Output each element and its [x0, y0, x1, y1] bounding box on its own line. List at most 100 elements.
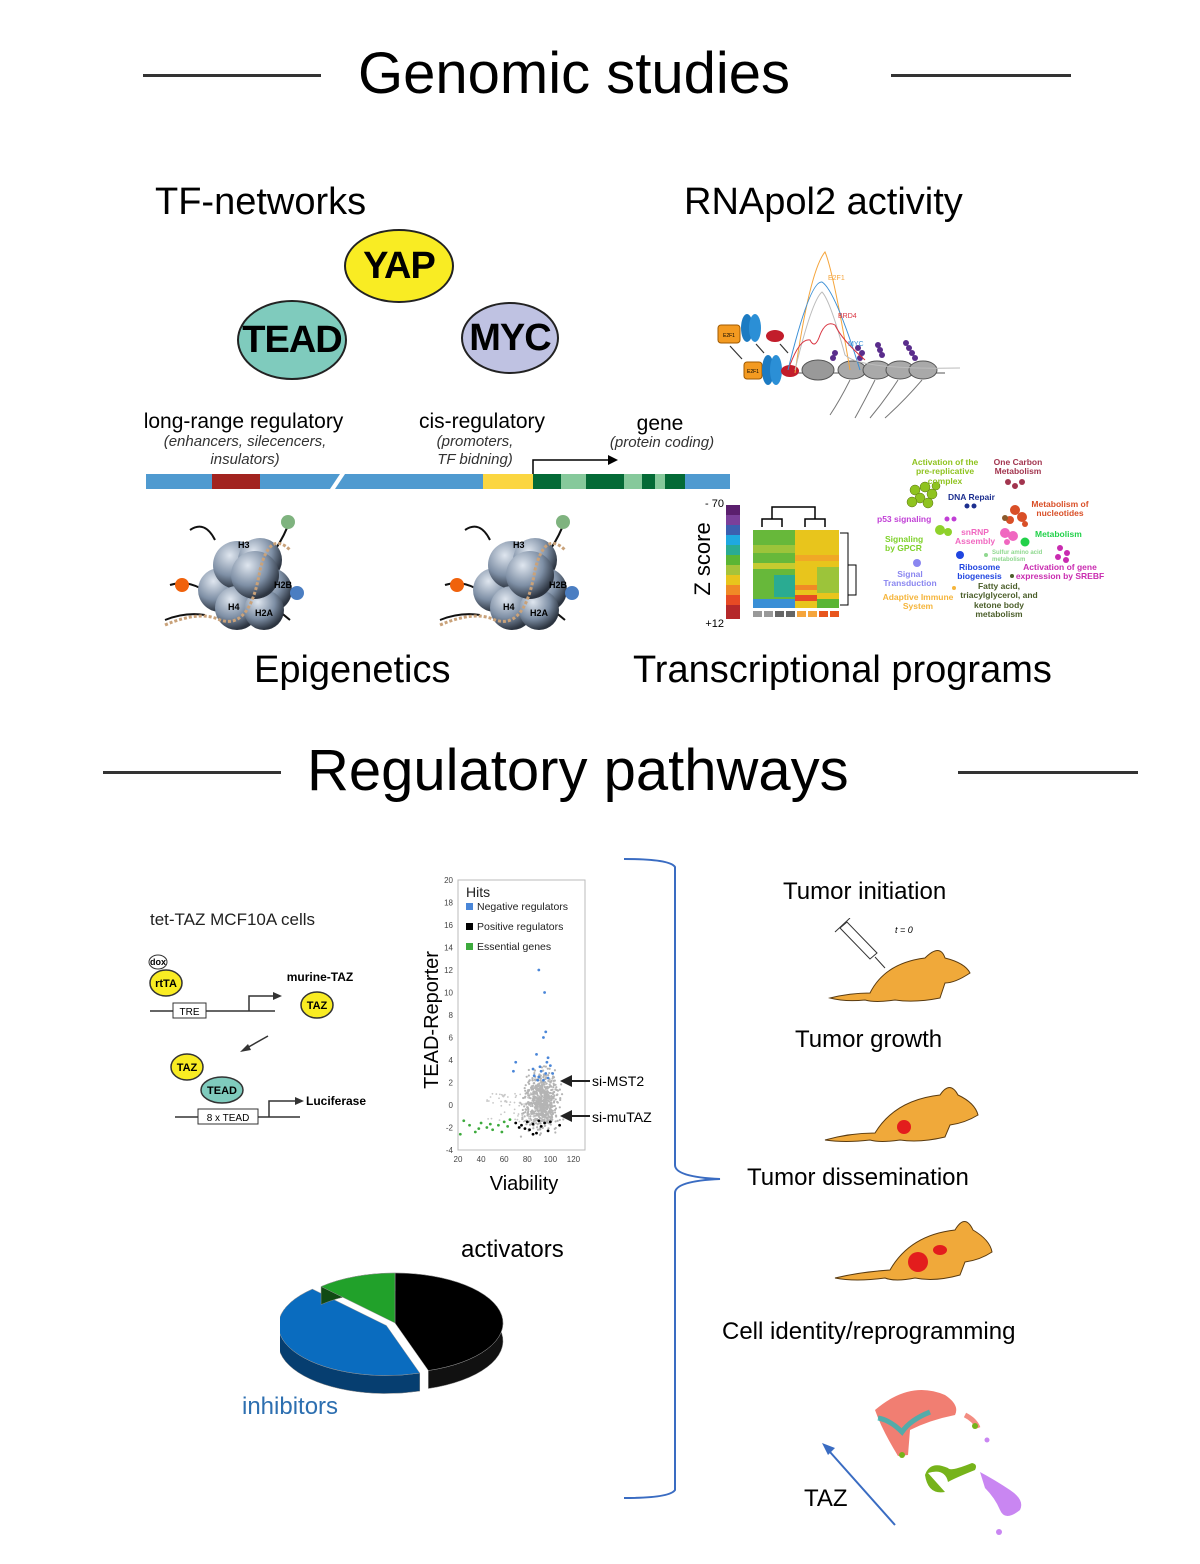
construct-diagram: TRE rtTA dox murine-TAZ TAZ TAZ TEAD 8 x…	[148, 954, 366, 1125]
y-tick-label: 16	[444, 921, 453, 930]
binding-arrows	[729, 343, 789, 360]
scatter-point-other	[538, 1105, 542, 1108]
scatter-point-other	[554, 1107, 558, 1110]
cis-sublabel-2: TF bidning)	[437, 451, 513, 468]
dna-segment-3	[685, 474, 690, 489]
scatter-point-other	[523, 1115, 526, 1118]
nucleosome-right: H3 H2B H4 H2A	[439, 515, 579, 630]
pathway-fatty-acid: Fatty acid, triacylglycerol, and ketone …	[960, 581, 1038, 620]
scatter-point-other	[550, 1096, 554, 1100]
y-tick-label: 6	[449, 1034, 454, 1043]
scatter-point-negative-regulators	[544, 1030, 548, 1034]
scatter-point-positive-regulators	[525, 1120, 529, 1124]
scatter-point-other	[498, 1097, 500, 1100]
legend-swatch	[466, 923, 473, 930]
y-tick-label: 14	[444, 944, 453, 953]
scatter-point-other	[542, 1065, 546, 1068]
scatter-point-other	[544, 1100, 548, 1103]
scatter-point-other	[537, 1098, 541, 1102]
scatter-point-other	[556, 1089, 560, 1092]
scatter-point-other	[540, 1098, 543, 1102]
scatter-point-other	[486, 1099, 489, 1101]
scatter-point-other	[523, 1103, 526, 1105]
pie-slice-activators	[394, 1272, 504, 1371]
scatter-point-other	[544, 1065, 547, 1068]
mouse-body	[834, 1221, 993, 1281]
pie-slice-essential	[320, 1272, 396, 1324]
scatter-point-other	[546, 1067, 549, 1070]
scatter-point-other	[525, 1075, 528, 1078]
scatter-point-other	[489, 1096, 492, 1098]
scatter-point-other	[537, 1084, 540, 1087]
scatter-point-other	[535, 1103, 539, 1107]
scatter-point-other	[550, 1101, 553, 1105]
title-rule-left-2	[103, 771, 281, 774]
gene-sublabel: (protein coding)	[609, 434, 715, 451]
scatter-point-other	[543, 1124, 546, 1128]
taz-node-bound	[170, 1053, 204, 1081]
rtta-node	[149, 969, 183, 997]
scatter-point-other	[539, 1107, 542, 1110]
scatter-point-other	[537, 1112, 540, 1115]
mouse-metastasis-icon	[834, 1221, 993, 1281]
cis-regulatory-label: cis-regulatory	[418, 410, 546, 433]
scatter-point-other	[500, 1113, 502, 1116]
scatter-point-other	[540, 1112, 543, 1115]
taz-bound-label: TAZ	[177, 1062, 198, 1074]
yap-node: YAP	[344, 229, 454, 303]
scatter-point-other	[547, 1093, 550, 1096]
histone-h2a: H2A	[255, 608, 274, 618]
tss-arrow	[532, 459, 608, 474]
pathway-snrnp: snRNP Assembly	[955, 527, 996, 547]
scatter-point-other	[504, 1100, 506, 1103]
histone-h2b: H2B	[549, 580, 568, 590]
outcome-tumor-growth: Tumor growth	[795, 1026, 943, 1053]
scatter-point-other	[503, 1111, 506, 1114]
scatter-point-other	[518, 1104, 521, 1107]
outcome-cell-identity: Cell identity/reprogramming	[722, 1318, 1016, 1345]
scatter-point-other	[553, 1094, 556, 1097]
intron-3	[655, 474, 665, 489]
scatter-point-other	[542, 1089, 545, 1092]
scatter-point-other	[524, 1092, 527, 1095]
legend-entry: Essential genes	[477, 941, 551, 953]
scatter-point-other	[546, 1116, 549, 1119]
scatter-point-other	[555, 1086, 558, 1089]
murine-taz-label: murine-TAZ	[287, 970, 353, 984]
scatter-point-other	[536, 1094, 539, 1097]
pathway-metabolism: Metabolism	[1035, 529, 1082, 539]
prereplicative-cluster	[906, 481, 941, 509]
gpcr-node	[935, 525, 945, 535]
taz-arrowhead	[822, 1443, 835, 1455]
yap-label: YAP	[363, 244, 436, 287]
scatter-point-other	[529, 1110, 533, 1113]
scatter-point-other	[520, 1103, 523, 1106]
mouse-body	[824, 1087, 979, 1142]
dna-break-1	[316, 474, 340, 489]
heatmap-cells	[753, 530, 839, 608]
legend-entry: Negative regulators	[477, 901, 568, 913]
scatter-point-other	[521, 1114, 524, 1116]
pathway-signal-transduction: Signal Transduction	[883, 569, 937, 589]
taz-arrow	[829, 1451, 896, 1526]
scatter-points	[458, 968, 565, 1138]
scatter-point-other	[515, 1094, 518, 1097]
scatter-point-negative-regulators	[548, 1064, 552, 1068]
y-tick-label: -4	[446, 1146, 454, 1155]
tead-box-label: 8 x TEAD	[207, 1113, 250, 1124]
e2f1-factor-bound	[743, 361, 763, 380]
scatter-point-other	[525, 1102, 528, 1105]
scatter-point-other	[545, 1102, 549, 1105]
scatter-point-other	[518, 1101, 521, 1104]
scatter-point-essential-genes	[500, 1130, 504, 1134]
scatter-point-negative-regulators	[532, 1074, 536, 1078]
scatter-point-other	[541, 1091, 545, 1094]
scatter-point-other	[551, 1092, 554, 1095]
myc-factor-free	[749, 314, 761, 342]
construct-title: tet-TAZ MCF10A cells	[150, 910, 315, 929]
scatter-point-other	[553, 1127, 556, 1131]
scatter-point-other	[527, 1115, 530, 1118]
scatter-point-other	[552, 1082, 555, 1085]
pathway-prereplicative: Activation of the pre-replicative comple…	[911, 457, 979, 486]
